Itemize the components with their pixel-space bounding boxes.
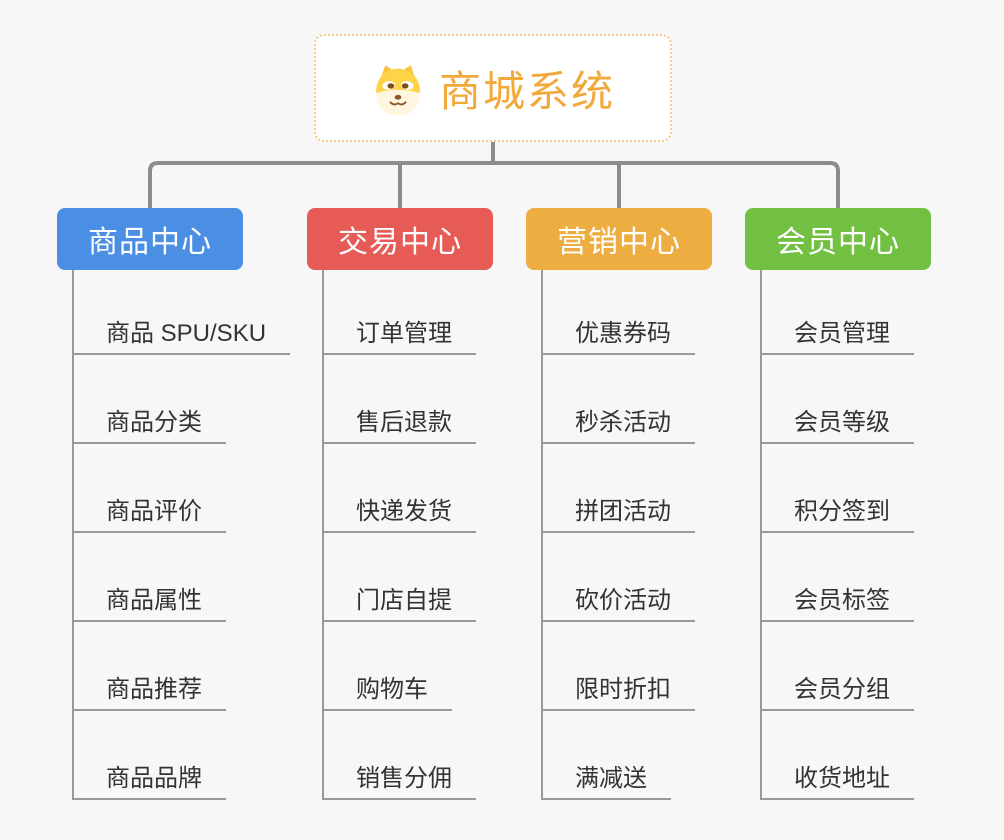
topic-item[interactable]: 会员等级 — [762, 355, 914, 444]
topic-item-label: 会员标签 — [794, 586, 890, 614]
topic-item[interactable]: 会员管理 — [762, 270, 914, 355]
topic-item[interactable]: 商品评价 — [74, 444, 226, 533]
dog-face-icon — [371, 61, 425, 115]
topic-item-label: 商品推荐 — [106, 675, 202, 703]
topic-item[interactable]: 秒杀活动 — [543, 355, 695, 444]
branch-topic-label: 交易中心 — [338, 226, 462, 259]
topic-item[interactable]: 快递发货 — [324, 444, 476, 533]
branch-topic-trade[interactable]: 交易中心 — [307, 208, 493, 270]
topic-item[interactable]: 商品推荐 — [74, 622, 226, 711]
topic-item-label: 商品分类 — [106, 408, 202, 436]
topic-item-label: 收货地址 — [794, 764, 890, 792]
topic-item[interactable]: 限时折扣 — [543, 622, 695, 711]
topic-item[interactable]: 优惠券码 — [543, 270, 695, 355]
branch-topic-label: 会员中心 — [776, 226, 900, 259]
root-topic[interactable]: 商城系统 — [314, 34, 672, 142]
root-topic-label: 商城系统 — [438, 67, 615, 115]
topic-item-label: 购物车 — [356, 675, 428, 703]
topic-item[interactable]: 砍价活动 — [543, 533, 695, 622]
topic-item-label: 秒杀活动 — [575, 408, 671, 436]
topic-item-label: 拼团活动 — [575, 497, 671, 525]
topic-item-label: 限时折扣 — [575, 675, 671, 703]
branch-topic-products[interactable]: 商品中心 — [57, 208, 243, 270]
topic-item-label: 订单管理 — [356, 319, 452, 347]
branch-bus-line — [148, 161, 840, 208]
topic-item[interactable]: 商品 SPU/SKU — [74, 270, 291, 355]
topic-item-label: 快递发货 — [356, 497, 452, 525]
topic-item[interactable]: 门店自提 — [324, 533, 476, 622]
topic-item[interactable]: 销售分佣 — [324, 711, 476, 800]
topic-item[interactable]: 会员标签 — [762, 533, 914, 622]
topic-item-label: 积分签到 — [794, 497, 890, 525]
topic-item[interactable]: 商品品牌 — [74, 711, 226, 800]
branch-topic-label: 商品中心 — [88, 226, 212, 259]
topic-item-label: 砍价活动 — [575, 586, 671, 614]
branch-column-marketing: 优惠券码 秒杀活动 拼团活动 砍价活动 限时折扣 满减送 — [541, 270, 695, 800]
topic-item-label: 售后退款 — [356, 408, 452, 436]
topic-item-label: 优惠券码 — [575, 319, 671, 347]
topic-item[interactable]: 商品属性 — [74, 533, 226, 622]
topic-item[interactable]: 收货地址 — [762, 711, 914, 800]
topic-item[interactable]: 积分签到 — [762, 444, 914, 533]
topic-item-label: 商品 SPU/SKU — [106, 319, 267, 347]
topic-item-label: 商品属性 — [106, 586, 202, 614]
topic-item-label: 满减送 — [575, 764, 647, 792]
topic-item-label: 门店自提 — [356, 586, 452, 614]
topic-item[interactable]: 拼团活动 — [543, 444, 695, 533]
branch-column-trade: 订单管理 售后退款 快递发货 门店自提 购物车 销售分佣 — [322, 270, 476, 800]
topic-item[interactable]: 购物车 — [324, 622, 452, 711]
topic-item[interactable]: 会员分组 — [762, 622, 914, 711]
topic-item[interactable]: 满减送 — [543, 711, 671, 800]
topic-item[interactable]: 订单管理 — [324, 270, 476, 355]
branch-column-members: 会员管理 会员等级 积分签到 会员标签 会员分组 收货地址 — [760, 270, 914, 800]
branch-column-products: 商品 SPU/SKU 商品分类 商品评价 商品属性 商品推荐 商品品牌 — [72, 270, 291, 800]
branch-topic-members[interactable]: 会员中心 — [745, 208, 931, 270]
topic-item[interactable]: 商品分类 — [74, 355, 226, 444]
topic-item-label: 销售分佣 — [356, 764, 452, 792]
branch-topic-label: 营销中心 — [557, 226, 681, 259]
topic-item[interactable]: 售后退款 — [324, 355, 476, 444]
topic-item-label: 商品品牌 — [106, 764, 202, 792]
topic-item-label: 商品评价 — [106, 497, 202, 525]
topic-item-label: 会员分组 — [794, 675, 890, 703]
branch-topic-marketing[interactable]: 营销中心 — [526, 208, 712, 270]
topic-item-label: 会员等级 — [794, 408, 890, 436]
topic-item-label: 会员管理 — [794, 319, 890, 347]
